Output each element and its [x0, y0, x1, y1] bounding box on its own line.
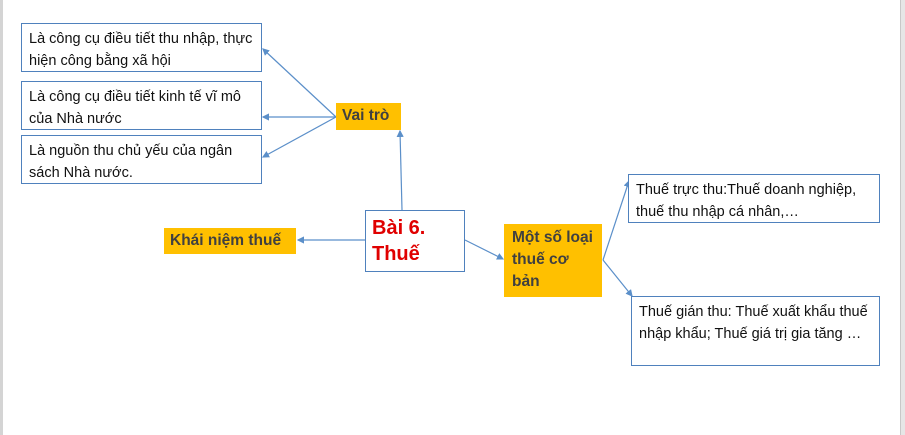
types-label: Một số loại thuế cơ bản [504, 224, 602, 297]
arrow-center-roles [396, 129, 404, 211]
arrow-role-1 [262, 48, 337, 118]
role-item-3: Là nguồn thu chủ yếu của ngân sách Nhà n… [21, 135, 262, 184]
arrow-types-1 [602, 179, 631, 261]
role-item-2: Là công cụ điều tiết kinh tế vĩ mô của N… [21, 81, 262, 130]
type-item-direct: Thuế trực thu:Thuế doanh nghiệp, thuế th… [628, 174, 880, 223]
roles-label: Vai trò [336, 103, 401, 130]
arrow-center-types [464, 239, 505, 260]
concept-label: Khái niệm thuế [164, 228, 296, 254]
slide-edge-left [0, 0, 3, 435]
arrow-role-3 [261, 116, 337, 158]
center-title-line1: Bài 6. [372, 217, 426, 239]
arrow-types-2 [602, 259, 633, 297]
type-item-indirect: Thuế gián thu: Thuế xuất khẩu thuế nhập … [631, 296, 880, 366]
role-item-1: Là công cụ điều tiết thu nhập, thực hiện… [21, 23, 262, 72]
center-topic: Bài 6. Thuế [365, 210, 465, 272]
scrollbar[interactable] [900, 0, 905, 435]
center-title-line2: Thuế [372, 243, 420, 265]
